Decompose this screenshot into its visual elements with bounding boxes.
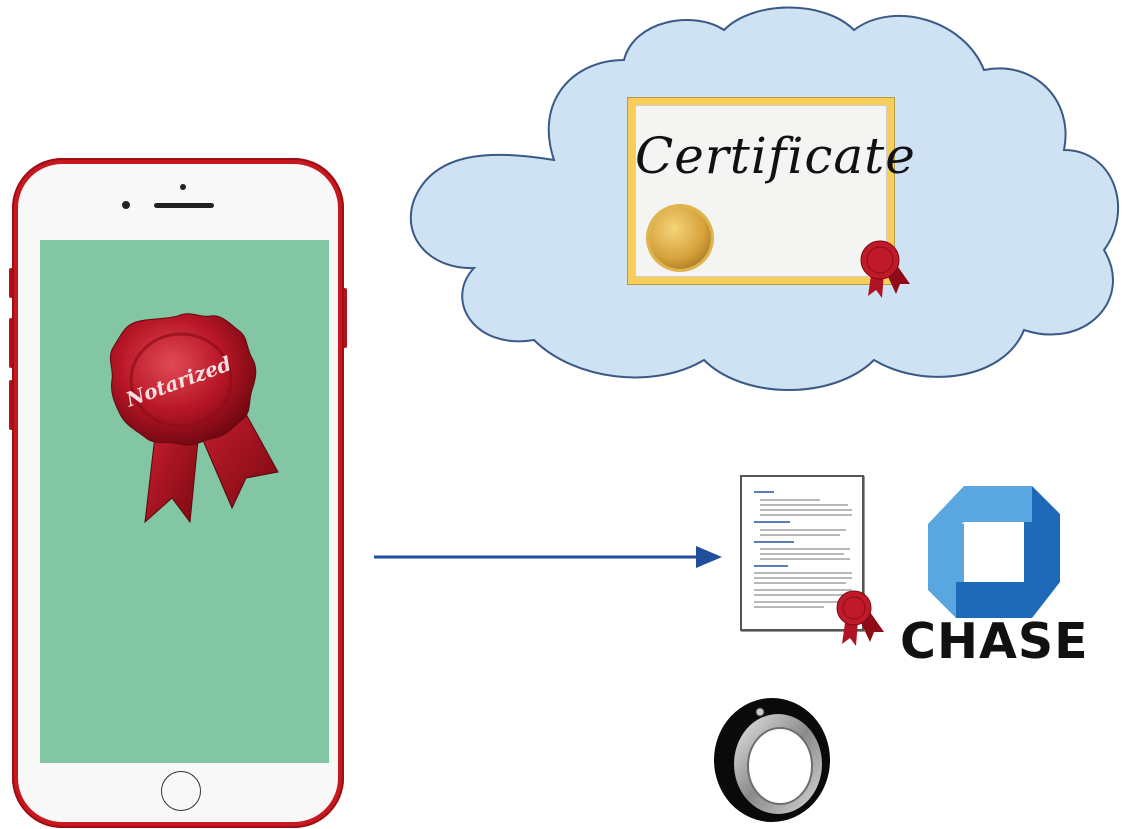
chase-wordmark: CHASE: [900, 613, 1089, 670]
document-seal-icon: [836, 590, 884, 646]
document-icon: [740, 475, 864, 631]
certificate-icon: Certificate: [628, 98, 916, 284]
phone-volume-up-button: [9, 318, 13, 368]
phone-speaker: [154, 203, 214, 208]
gold-seal-icon: [649, 207, 711, 269]
certificate-seal-icon: [860, 240, 910, 298]
phone-power-button: [343, 288, 347, 348]
phone-mute-button: [9, 268, 13, 298]
smartphone: Notarized: [9, 158, 347, 828]
certificate-paper: Certificate: [635, 105, 916, 277]
phone-camera: [122, 201, 130, 209]
arrow-right-icon: [374, 546, 722, 568]
phone-screen: Notarized: [40, 240, 329, 763]
phone-front-panel: Notarized: [18, 164, 338, 822]
chase-octagon-logo: [928, 486, 1060, 618]
phone-volume-down-button: [9, 380, 13, 430]
phone-home-button: [161, 771, 201, 811]
ribbon-seal-icon: Notarized: [109, 313, 279, 524]
smart-ring-icon: [714, 698, 830, 822]
certificate-title: Certificate: [635, 127, 916, 185]
phone-sensor: [180, 184, 186, 190]
